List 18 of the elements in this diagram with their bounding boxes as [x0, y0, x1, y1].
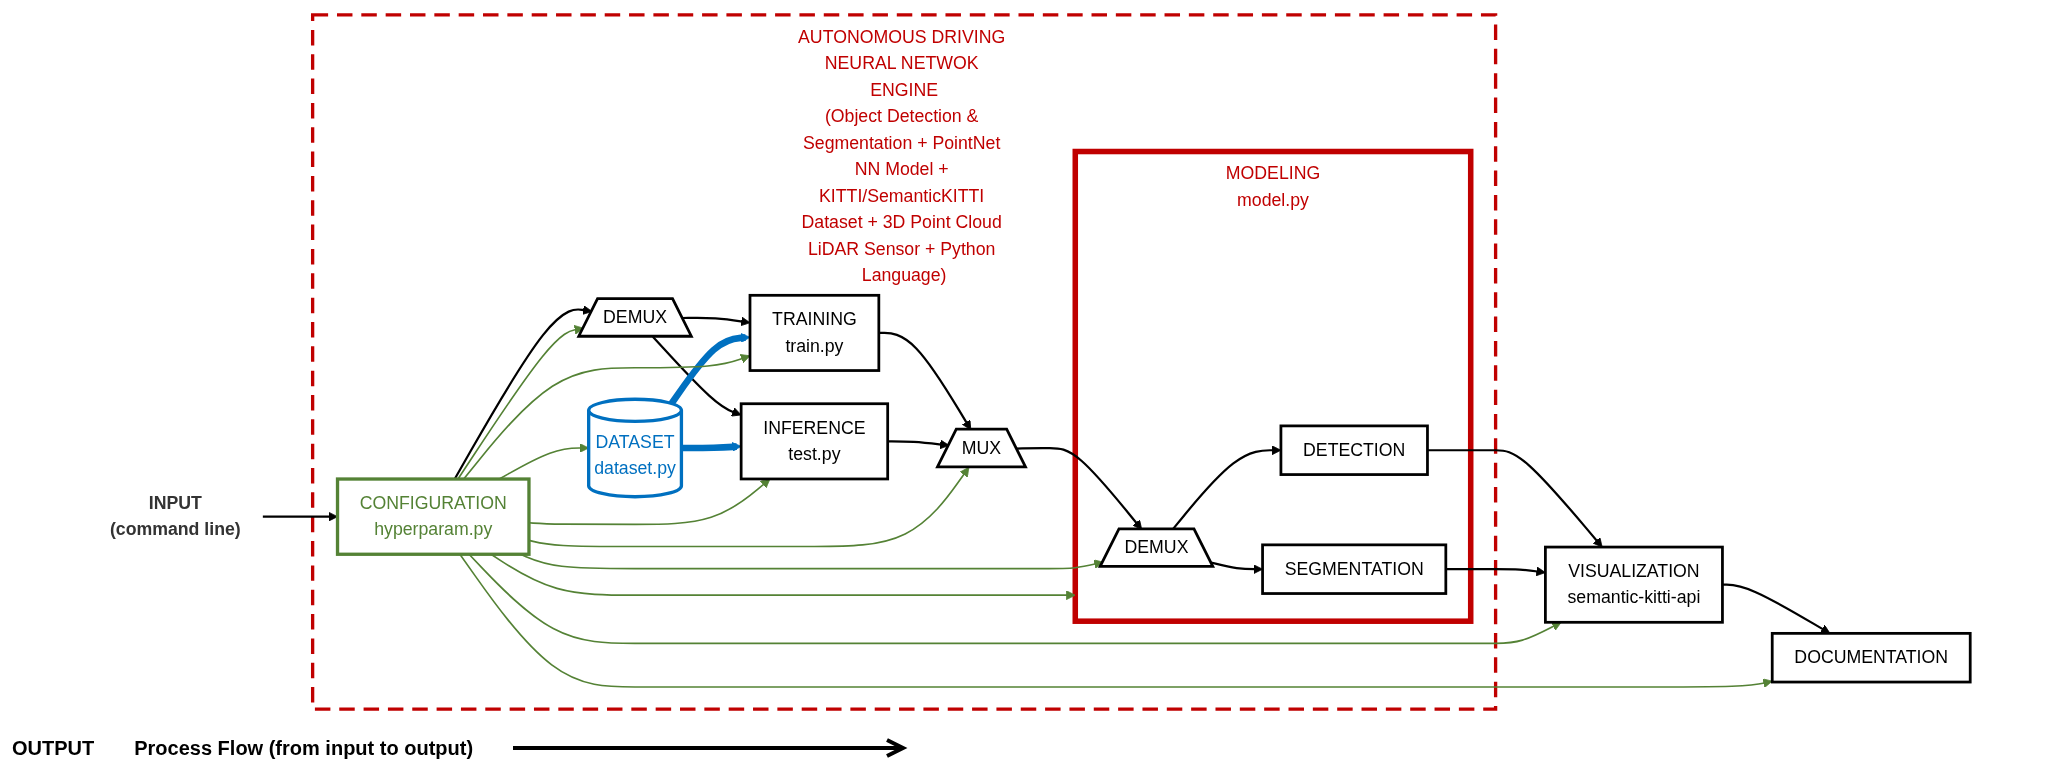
arrow	[457, 325, 584, 480]
arrow	[1722, 583, 1831, 634]
flow-caption: Process Flow (from input to output)	[134, 736, 474, 760]
output-label: OUTPUT	[12, 736, 95, 760]
node-box: VISUALIZATION semantic-kitti-api	[1544, 545, 1724, 624]
arrow	[652, 336, 742, 417]
arrow	[681, 442, 742, 452]
arrow	[1427, 449, 1603, 548]
node-box: INFERENCE test.py	[739, 402, 890, 481]
node-box: TRAINING train.py	[748, 293, 881, 372]
node-text: INPUT (command line)	[109, 493, 241, 539]
arrow	[459, 553, 1773, 688]
node-box: SEGMENTATION	[1261, 543, 1448, 595]
node-box: CONFIGURATION hyperparam.py	[335, 477, 531, 556]
arrow	[468, 553, 1562, 645]
node-box: DOCUMENTATION	[1770, 631, 1972, 684]
arrow	[1445, 566, 1546, 577]
node-box: DETECTION	[1279, 424, 1429, 476]
